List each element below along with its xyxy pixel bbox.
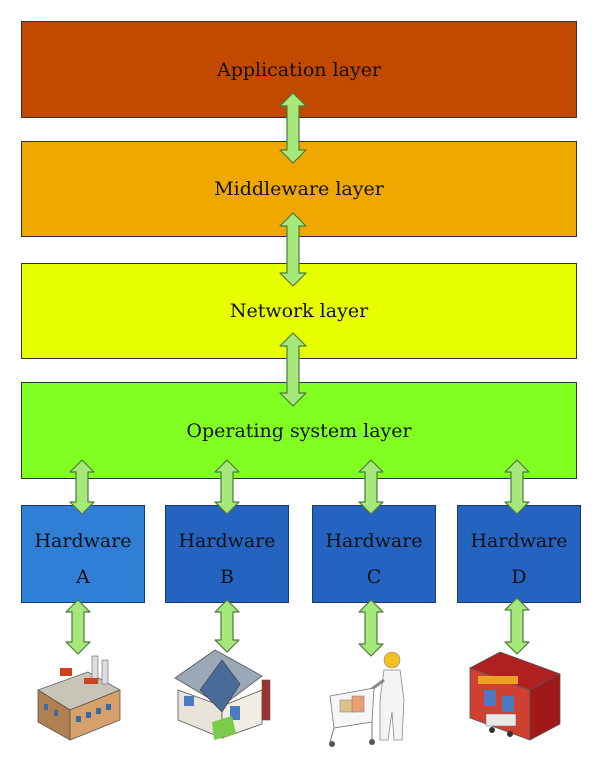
arrow-hw-b-device xyxy=(214,599,240,653)
hardware-b-label: Hardware xyxy=(178,530,276,552)
arrow-net-os xyxy=(279,332,307,407)
hardware-a-letter: A xyxy=(76,566,90,588)
arrow-app-mid xyxy=(279,92,307,164)
os-layer: Operating system layer xyxy=(21,382,577,479)
arrow-os-hw-c xyxy=(358,459,384,515)
network-layer-label: Network layer xyxy=(229,300,369,322)
factory-icon xyxy=(37,655,121,741)
hardware-d-box: Hardware D xyxy=(457,505,581,603)
shopping-person-icon xyxy=(329,651,405,747)
hardware-c-label: Hardware xyxy=(325,530,423,552)
arrow-mid-net xyxy=(279,212,307,287)
arrow-hw-a-device xyxy=(65,599,91,655)
application-layer-label: Application layer xyxy=(216,58,382,81)
hardware-d-letter: D xyxy=(511,566,527,588)
arrow-os-hw-a xyxy=(69,459,95,515)
hardware-a-box: Hardware A xyxy=(21,505,145,603)
arrow-os-hw-b xyxy=(214,459,240,515)
middleware-layer-label: Middleware layer xyxy=(214,178,384,200)
hardware-b-letter: B xyxy=(220,566,234,588)
hardware-b-box: Hardware B xyxy=(165,505,289,603)
arrow-hw-d-device xyxy=(504,597,530,655)
house-icon xyxy=(174,649,271,740)
arrow-hw-c-device xyxy=(358,599,384,657)
hardware-c-letter: C xyxy=(366,566,382,588)
hardware-d-label: Hardware xyxy=(470,530,568,552)
arrow-os-hw-d xyxy=(504,459,530,515)
os-layer-label: Operating system layer xyxy=(186,419,412,442)
hardware-a-label: Hardware xyxy=(34,530,132,552)
store-icon xyxy=(469,651,561,741)
hardware-c-box: Hardware C xyxy=(312,505,436,603)
